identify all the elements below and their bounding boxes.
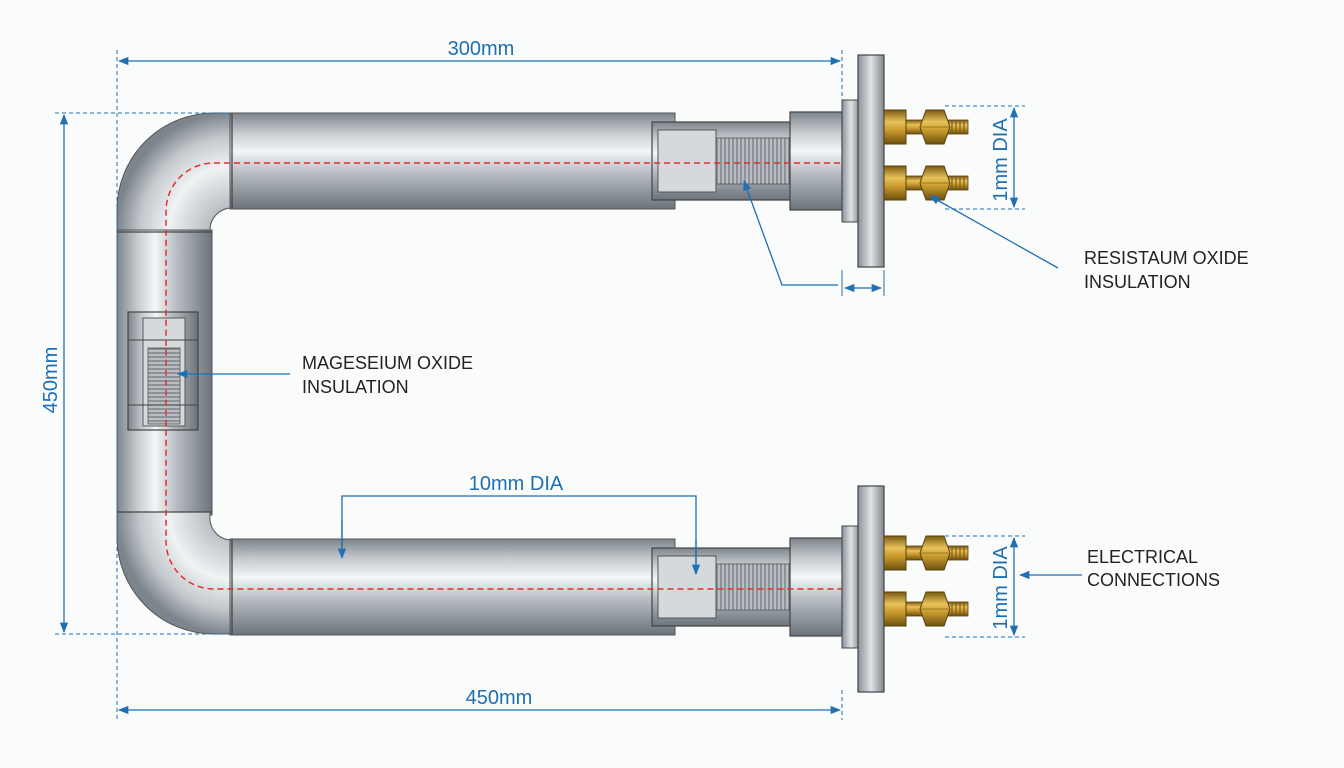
dim-height: 450mm bbox=[40, 347, 62, 414]
terminal-stud bbox=[883, 591, 969, 627]
top-flange bbox=[841, 54, 885, 268]
heating-tube bbox=[116, 111, 880, 637]
bottom-flange bbox=[841, 485, 885, 693]
terminal-stud bbox=[883, 535, 969, 571]
element-path bbox=[165, 162, 880, 590]
leader-lines bbox=[176, 180, 1082, 580]
dim-bottom-terminal-dia: 1mm DIA bbox=[990, 546, 1012, 630]
terminal-stud bbox=[883, 165, 969, 201]
dimension-lines bbox=[55, 50, 1025, 720]
dim-tube-dia: 10mm DIA bbox=[469, 473, 564, 495]
dim-top-width: 300mm bbox=[448, 38, 515, 60]
terminal-stud bbox=[883, 109, 969, 145]
label-middle-insulation-line2: INSULATION bbox=[302, 377, 409, 397]
label-connections-line1: ELECTRICAL bbox=[1087, 547, 1198, 567]
dim-bottom-width: 450mm bbox=[466, 687, 533, 709]
label-upper-insulation-line2: INSULATION bbox=[1084, 272, 1191, 292]
dim-top-terminal-dia: 1mm DIA bbox=[990, 118, 1012, 202]
terminal-studs bbox=[883, 109, 969, 627]
label-middle-insulation-line1: MAGESEIUM OXIDE bbox=[302, 353, 473, 373]
label-connections-line2: CONNECTIONS bbox=[1087, 570, 1220, 590]
label-upper-insulation-line1: RESISTAUM OXIDE bbox=[1084, 248, 1249, 268]
